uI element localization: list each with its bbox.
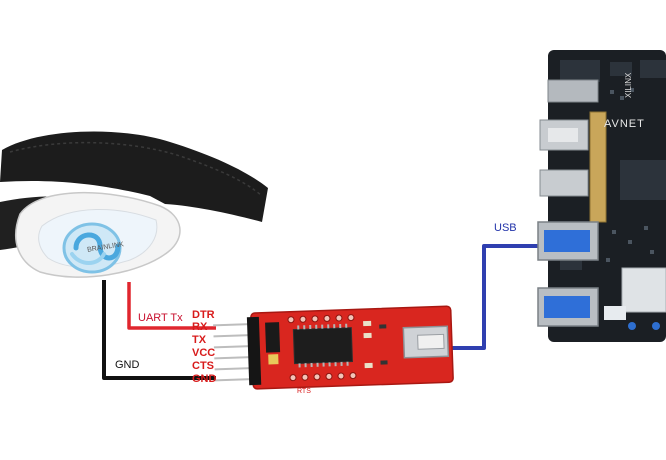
wifi-module	[621, 267, 666, 313]
headband-sensor-pod	[15, 191, 181, 278]
wires	[102, 244, 540, 380]
gnd-wire	[102, 280, 216, 380]
board-brand-text-2: XILINX	[624, 72, 633, 98]
usb-uart-adapter	[213, 305, 454, 390]
pin-label-gnd: GND	[192, 373, 217, 385]
pin-label-tx: TX	[192, 334, 207, 346]
logo-infinity-icon	[62, 222, 122, 274]
headband	[0, 131, 268, 278]
pin-label-cts: CTS	[192, 360, 214, 372]
usb-wire	[440, 244, 540, 350]
ultra96-board	[537, 50, 666, 342]
ftdi-chip	[292, 327, 353, 365]
uart-tx-label: UART Tx	[138, 312, 183, 324]
usb-port-lower	[537, 287, 599, 327]
board-brand-text: AVNET	[604, 118, 645, 130]
gnd-label: GND	[115, 359, 140, 371]
uart-tx-wire	[127, 282, 216, 330]
pin-label-vcc: VCC	[192, 347, 216, 359]
usb-port-upper	[537, 221, 599, 261]
header-pins	[213, 316, 262, 386]
pin-label-rx: RX	[192, 321, 208, 333]
rts-label: RTS	[297, 388, 311, 395]
usb-label: USB	[494, 222, 517, 234]
pin-label-dtr: DTR	[192, 309, 215, 321]
